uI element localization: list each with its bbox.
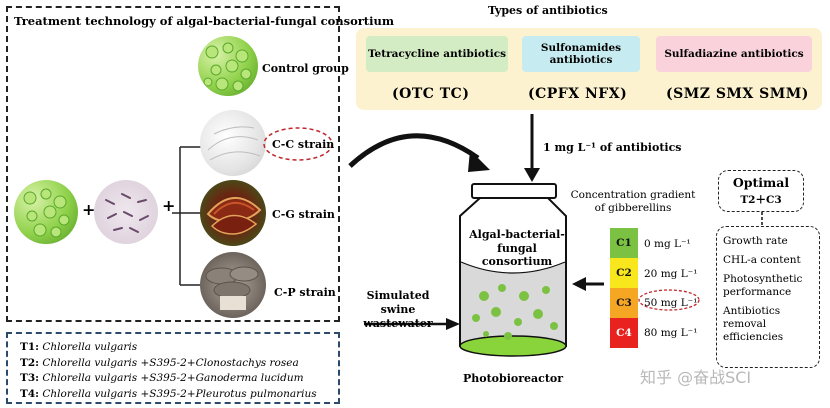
legend-item-t3: T3: Chlorella vulgaris +S395-2+Ganoderma… [20, 372, 304, 384]
result-antibiotics-removal: Antibiotics removal efficiencies [723, 305, 784, 343]
algae-cells-icon [203, 42, 252, 92]
legend-item-t4: T4: Chlorella vulgaris +S395-2+Pleurotus… [20, 387, 317, 400]
algae-cells-icon [23, 188, 70, 238]
cp-strain-image [200, 252, 266, 318]
sulfadiazine-box: Sulfadiazine antibiotics [656, 36, 812, 72]
legend-item-t2: T2: Chlorella vulgaris +S395-2+Clonostac… [20, 356, 299, 369]
reactor-cap [471, 183, 557, 199]
treatment-panel [6, 6, 340, 322]
antibiotic-concentration-label: 1 mg L⁻¹ of antibiotics [543, 141, 682, 154]
control-group-image [198, 36, 258, 96]
result-growth-rate: Growth rate [723, 235, 788, 247]
photobioreactor-label: Photobioreactor [463, 372, 564, 385]
gradient-cell-c2: C2 [610, 258, 638, 288]
watermark: 知乎 @奋战SCI [640, 368, 752, 387]
consortium-particles [472, 284, 558, 340]
optimal-value: T2＋C3 [740, 194, 782, 206]
gradient-cell-c1: C1 [610, 228, 638, 258]
ganoderma-mushroom-icon [206, 196, 262, 235]
sulfonamides-box: Sulfonamides antibiotics [522, 36, 640, 72]
wastewater-label: Simulated swine wastewater [363, 289, 433, 330]
cg-strain-label: C-G strain [272, 208, 335, 221]
bacteria-rods-icon [105, 193, 149, 233]
optimal-box: Optimal T2＋C3 [718, 170, 804, 212]
tetracycline-abbr: (OTC TC) [392, 86, 470, 102]
gradient-cell-c3: C3 [610, 288, 638, 318]
white-mycelium-icon [207, 126, 261, 161]
reactor-liquid [461, 262, 565, 346]
gradient-cell-c4: C4 [610, 318, 638, 348]
treatment-title: Treatment technology of algal-bacterial-… [14, 14, 395, 28]
cp-strain-label: C-P strain [274, 286, 336, 299]
plus-sign: + [82, 200, 96, 219]
gradient-value-c1: 0 mg L⁻¹ [644, 238, 691, 250]
gradient-title: Concentration gradient of gibberellins [570, 189, 696, 214]
reactor-inside-text: Algal-bacterial-fungal consortium [469, 228, 565, 268]
chlorella-image [14, 180, 78, 244]
result-chla-content: CHL-a content [723, 254, 801, 266]
optimal-title: Optimal [732, 175, 790, 190]
gradient-value-c2: 20 mg L⁻¹ [644, 268, 698, 280]
result-photosynthetic: Photosynthetic performance [723, 273, 803, 298]
cc-strain-image [200, 110, 266, 176]
gradient-value-c4: 80 mg L⁻¹ [644, 327, 698, 339]
antibiotics-title: Types of antibiotics [488, 4, 608, 17]
sulfadiazine-abbr: (SMZ SMX SMM) [666, 86, 809, 102]
bacteria-image [94, 180, 158, 244]
treatment-legend: T1: Chlorella vulgaris T2: Chlorella vul… [6, 332, 340, 404]
optimal-results: Growth rate CHL-a content Photosynthetic… [716, 226, 820, 368]
cg-strain-image [200, 180, 266, 246]
gradient-value-c3: 50 mg L⁻¹ [644, 297, 698, 309]
reactor-base [459, 335, 567, 357]
plus-sign-2: + [162, 196, 176, 215]
control-group-label: Control group [262, 62, 349, 75]
tetracycline-box: Tetracycline antibiotics [366, 36, 508, 72]
sulfonamides-abbr: (CPFX NFX) [528, 86, 628, 102]
cc-strain-highlight [263, 127, 333, 161]
legend-item-t1: T1: Chlorella vulgaris [20, 341, 138, 353]
c3-highlight [638, 289, 700, 311]
cc-strain-label: C-C strain [272, 138, 335, 151]
oyster-mushroom-icon [205, 266, 259, 310]
